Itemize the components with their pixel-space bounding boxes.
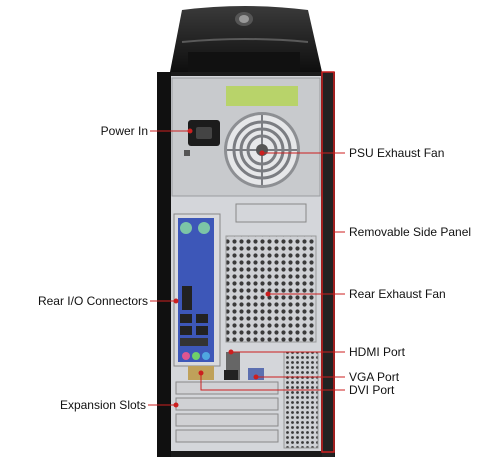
label-power-in: Power In [100,124,148,138]
serial-port [182,286,192,310]
psu-fan [224,112,300,188]
callout-lines [148,128,345,408]
label-hdmi-port: HDMI Port [349,345,406,359]
rear-fan-grille [225,235,317,343]
callout-dvi [200,373,345,391]
label-rear-exhaust-fan: Rear Exhaust Fan [349,287,446,301]
label-vga-port: VGA Port [349,370,400,384]
cable-cutout [235,203,307,223]
label-removable-side-panel: Removable Side Panel [349,225,472,239]
rear-io-shield [173,213,221,367]
side-panel-highlight [321,71,335,453]
label-expansion-slots: Expansion Slots [59,398,146,412]
usb-port [180,314,192,323]
hdmi-connector [224,370,238,380]
ethernet-port [180,338,208,346]
label-psu-exhaust-fan: PSU Exhaust Fan [349,146,445,160]
side-vent [283,351,319,449]
label-rear-io-connectors: Rear I/O Connectors [37,294,148,308]
psu-label-sticker [226,86,298,106]
case-top-handle [170,6,322,72]
ps2-port [180,222,192,234]
label-dvi-port: DVI Port [349,383,395,397]
audio-jacks [182,352,190,360]
